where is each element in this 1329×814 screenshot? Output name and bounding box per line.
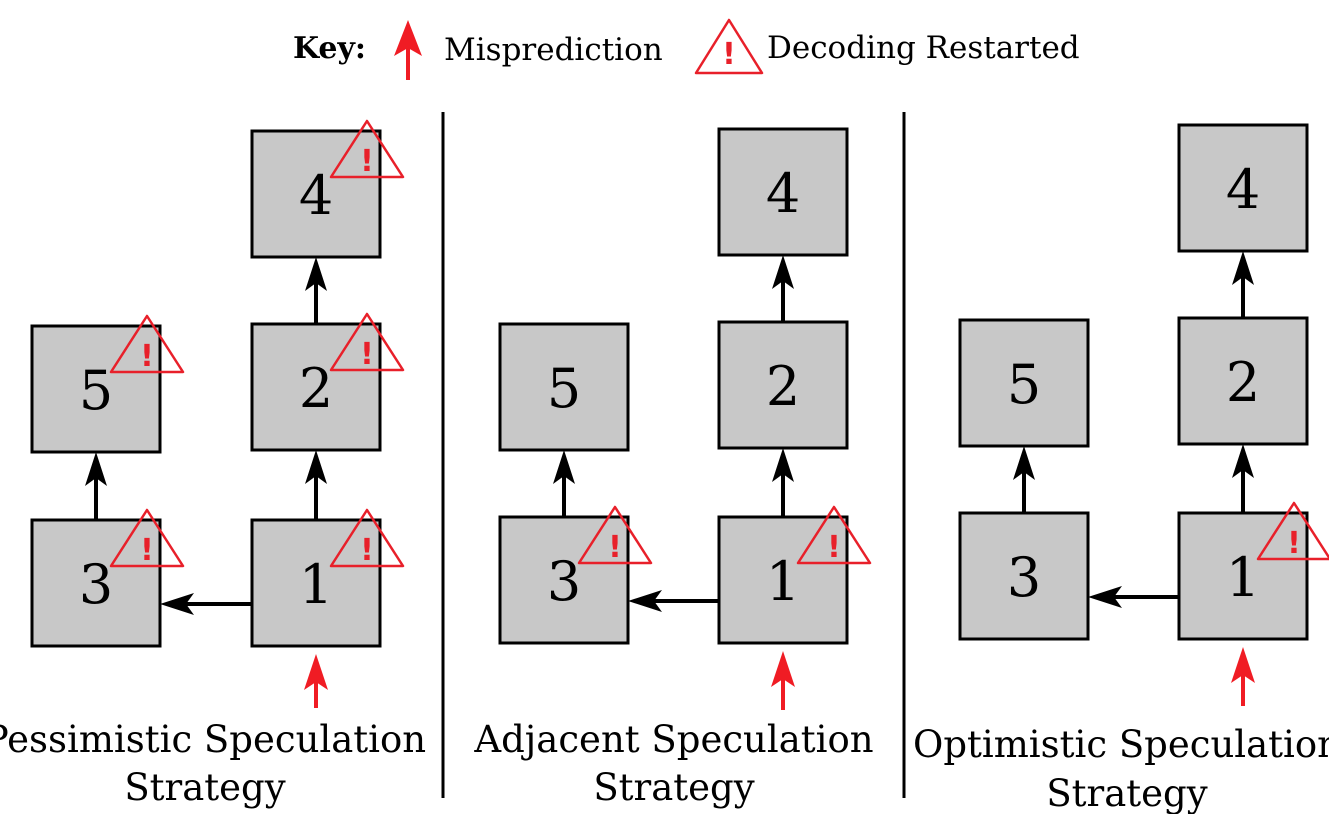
node-label: 4 bbox=[299, 164, 333, 227]
node-5: 5 bbox=[498, 322, 630, 452]
node-box bbox=[250, 322, 382, 452]
node-box bbox=[717, 127, 849, 257]
caption-line2: Strategy bbox=[1046, 772, 1207, 814]
key-misprediction-text: Misprediction bbox=[444, 32, 663, 68]
svg-text:!: ! bbox=[827, 530, 841, 565]
node-label: 3 bbox=[547, 550, 581, 613]
edge-1-to-3 bbox=[1088, 586, 1179, 608]
node-2: 2 bbox=[717, 320, 849, 450]
misprediction-arrow-icon bbox=[394, 20, 422, 80]
node-3: 3! bbox=[498, 505, 653, 645]
edge-1-to-3 bbox=[160, 593, 252, 615]
node-4: 4 bbox=[1177, 123, 1309, 253]
misprediction-arrow-icon bbox=[304, 654, 328, 708]
warning-triangle-icon: ! bbox=[1256, 501, 1329, 561]
node-1: 1! bbox=[250, 508, 405, 648]
edge-3-to-5 bbox=[1013, 446, 1035, 513]
edge-2-to-4 bbox=[1232, 251, 1254, 318]
svg-text:!: ! bbox=[1287, 526, 1301, 561]
warning-triangle-icon: ! bbox=[796, 505, 872, 565]
node-4: 4 bbox=[717, 127, 849, 257]
node-label: 1 bbox=[766, 550, 800, 613]
warning-triangle-icon: ! bbox=[694, 18, 764, 75]
caption-line2: Strategy bbox=[124, 766, 285, 809]
node-label: 2 bbox=[299, 357, 333, 420]
node-1: 1! bbox=[717, 505, 872, 645]
warning-triangle-icon: ! bbox=[329, 119, 405, 179]
svg-text:!: ! bbox=[140, 339, 154, 374]
caption-line1: Optimistic Speculation bbox=[913, 723, 1329, 766]
node-box bbox=[1177, 123, 1309, 253]
node-label: 5 bbox=[547, 357, 581, 420]
key-legend: Key: Misprediction ! Decoding Restarted bbox=[293, 18, 1080, 80]
caption-line1: Adjacent Speculation bbox=[473, 718, 873, 761]
node-box bbox=[717, 320, 849, 450]
warning-triangle-icon: ! bbox=[329, 508, 405, 568]
edge-2-to-4 bbox=[772, 255, 794, 322]
node-label: 1 bbox=[1226, 546, 1260, 609]
node-label: 4 bbox=[1226, 158, 1260, 221]
edge-3-to-5 bbox=[85, 452, 107, 520]
node-label: 3 bbox=[1007, 546, 1041, 609]
node-label: 5 bbox=[1007, 353, 1041, 416]
misprediction-arrow-icon bbox=[771, 651, 795, 710]
panel-pessimistic: 1!2!3!4!5!Pessimistic SpeculationStrateg… bbox=[0, 119, 426, 809]
node-box bbox=[958, 511, 1090, 641]
svg-text:!: ! bbox=[140, 533, 154, 568]
svg-text:!: ! bbox=[360, 144, 374, 179]
edge-1-to-2 bbox=[1232, 444, 1254, 513]
key-label: Key: bbox=[293, 31, 366, 66]
node-box bbox=[498, 322, 630, 452]
edge-3-to-5 bbox=[553, 450, 575, 517]
node-box bbox=[498, 515, 630, 645]
node-box bbox=[30, 324, 162, 454]
node-label: 1 bbox=[299, 553, 333, 616]
svg-text:!: ! bbox=[608, 530, 622, 565]
svg-text:!: ! bbox=[360, 533, 374, 568]
node-box bbox=[30, 518, 162, 648]
edge-1-to-3 bbox=[628, 590, 719, 612]
caption-line2: Strategy bbox=[593, 766, 754, 809]
node-3: 3! bbox=[30, 508, 185, 648]
node-2: 2! bbox=[250, 312, 405, 452]
node-3: 3 bbox=[958, 511, 1090, 641]
node-2: 2 bbox=[1177, 316, 1309, 446]
node-label: 2 bbox=[1226, 351, 1260, 414]
edge-2-to-4 bbox=[305, 257, 327, 324]
node-label: 2 bbox=[766, 355, 800, 418]
node-box bbox=[958, 318, 1090, 448]
edge-1-to-2 bbox=[772, 448, 794, 517]
node-5: 5! bbox=[30, 314, 185, 454]
warning-triangle-icon: ! bbox=[329, 312, 405, 372]
node-5: 5 bbox=[958, 318, 1090, 448]
misprediction-arrow-icon bbox=[1231, 647, 1255, 706]
node-box bbox=[717, 515, 849, 645]
node-box bbox=[1177, 316, 1309, 446]
key-restarted-text: Decoding Restarted bbox=[767, 30, 1080, 66]
node-label: 5 bbox=[79, 359, 113, 422]
node-box bbox=[250, 518, 382, 648]
node-box bbox=[250, 129, 382, 259]
edge-1-to-2 bbox=[305, 450, 327, 520]
node-label: 3 bbox=[79, 553, 113, 616]
node-box bbox=[1177, 511, 1309, 641]
node-label: 4 bbox=[766, 162, 800, 225]
warning-triangle-icon: ! bbox=[577, 505, 653, 565]
caption-line1: Pessimistic Speculation bbox=[0, 718, 426, 761]
node-1: 1! bbox=[1177, 501, 1329, 641]
warning-triangle-icon: ! bbox=[109, 314, 185, 374]
key-warn-mark: ! bbox=[722, 37, 736, 72]
node-4: 4! bbox=[250, 119, 405, 259]
svg-text:!: ! bbox=[360, 337, 374, 372]
warning-triangle-icon: ! bbox=[109, 508, 185, 568]
